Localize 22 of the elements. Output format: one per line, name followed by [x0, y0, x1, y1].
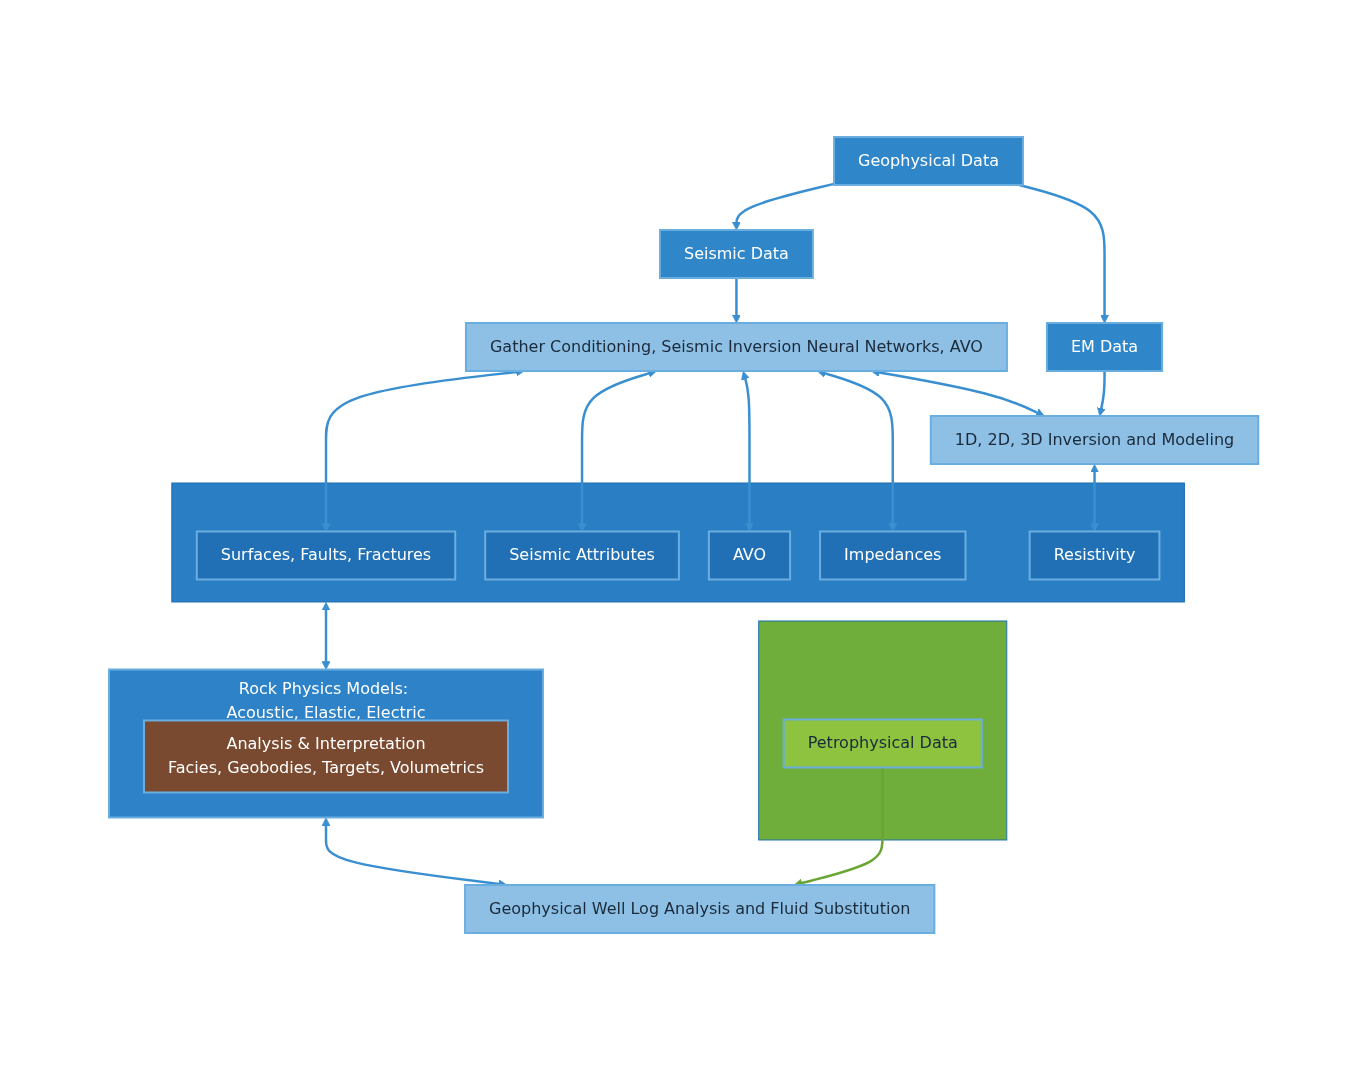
node-box: Surfaces, Faults, Fractures — [195, 530, 457, 580]
cluster — [171, 482, 1185, 602]
arrow — [741, 370, 754, 532]
cluster — [758, 620, 1008, 840]
node-box: AVO — [707, 530, 791, 580]
arrow — [1096, 370, 1106, 416]
arrow — [731, 182, 835, 230]
node-box: Resistivity — [1028, 530, 1161, 580]
arrow — [731, 277, 741, 323]
node-box: Petrophysical Data — [782, 718, 983, 768]
arrow — [321, 601, 331, 670]
node-box: Analysis & Interpretation Facies, Geobodies, Targets, Volumetrics — [142, 719, 509, 793]
arrow — [1090, 463, 1099, 532]
arrow — [1018, 183, 1109, 323]
node-box: Seismic Data — [658, 228, 814, 279]
node-box: EM Data — [1045, 321, 1163, 372]
node-box: Geophysical Well Log Analysis and Fluid Substitution — [463, 883, 936, 934]
node-box: Seismic Attributes — [484, 530, 680, 580]
node-box: Geophysical Data — [832, 135, 1024, 186]
node-box: Gather Conditioning, Seismic Inversion Neural Networks, AVO — [464, 321, 1008, 372]
node-box: 1D, 2D, 3D Inversion and Modeling — [929, 414, 1260, 465]
node-box: Impedances — [818, 530, 967, 580]
